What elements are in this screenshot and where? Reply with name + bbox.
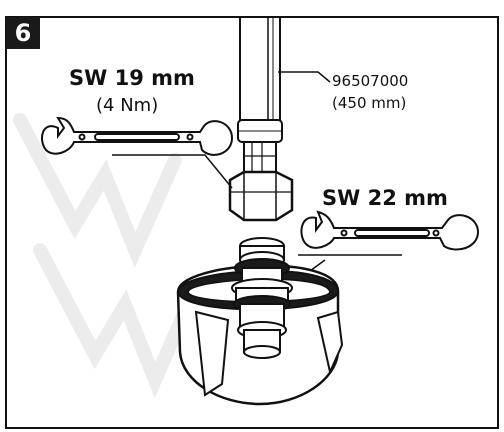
wrench-sw19-torque-label: (4 Nm) (96, 95, 159, 116)
wrench-sw22 (300, 210, 480, 251)
step-number-badge: 6 (6, 17, 40, 49)
hose-nut (228, 170, 294, 222)
wrench-sw19-size-label: SW 19 mm (69, 66, 195, 90)
wrench-sw19 (41, 116, 234, 156)
hose-length-label: (450 mm) (332, 94, 407, 112)
watermark (13, 113, 197, 399)
hose (237, 16, 283, 173)
valve-fitting (231, 237, 293, 359)
wrench-sw22-size-label: SW 22 mm (322, 186, 448, 210)
hose-part-number-label: 96507000 (332, 72, 409, 90)
